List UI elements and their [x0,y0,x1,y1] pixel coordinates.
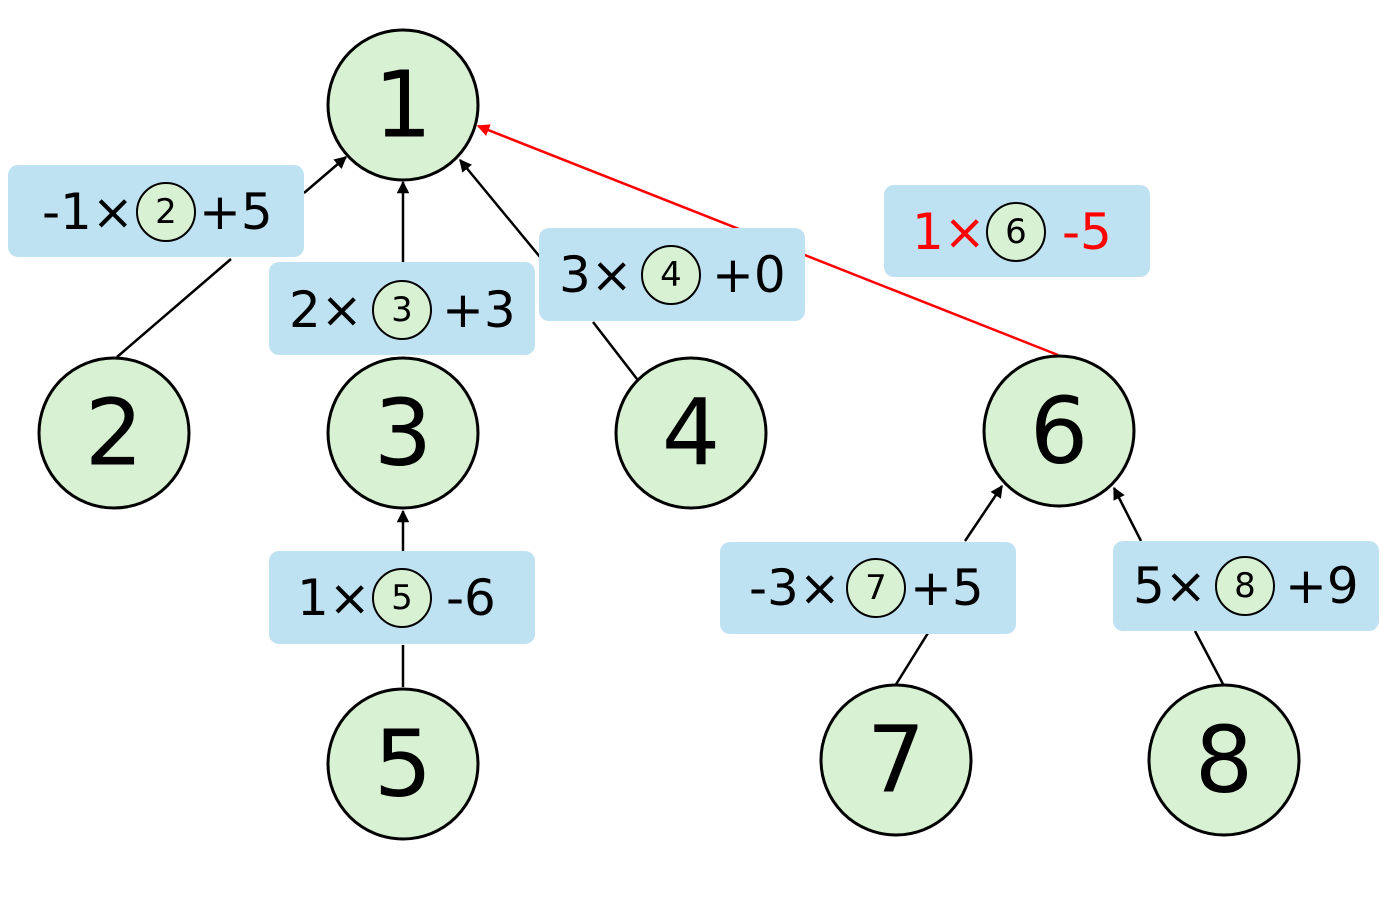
node-8: 8 [1147,683,1301,837]
formula-box-edge-2: -1× 2 +5 [8,165,304,257]
edge-2-to-1-upper [303,156,347,194]
node-label: 8 [1195,707,1254,814]
edge-8-to-6-upper [1112,486,1143,542]
node-7: 7 [819,683,973,837]
edge-7-to-6-upper [963,484,1004,542]
formula-ref-node: 4 [660,255,682,295]
formula-coef: -1× [42,183,134,241]
formula-offset: +3 [442,281,516,339]
formula-coef: 1× [912,203,986,261]
formula-box-edge-5: 1× 5 -6 [269,551,535,644]
formula-offset: -6 [446,569,496,627]
edge-7-to-6 [893,632,930,687]
formula-offset: +9 [1285,557,1359,615]
edge-2-to-1 [116,258,232,358]
formula-ref-node: 6 [1005,212,1027,252]
formula-coef: 5× [1133,557,1207,615]
formula-ref-node: 2 [155,192,177,232]
formula-box-edge-3: 2× 3 +3 [269,262,535,355]
formula-coef: 1× [297,569,371,627]
formula-coef: 3× [559,246,633,304]
edge-8-to-6 [1193,630,1226,687]
formula-offset: +5 [910,559,984,617]
node-4: 4 [614,356,768,510]
formula-ref-node: 7 [865,568,887,608]
formula-ref-node: 3 [391,290,413,330]
node-label: 4 [662,380,721,487]
node-label: 2 [85,380,144,487]
formula-offset: +5 [199,183,273,241]
node-label: 1 [374,52,433,159]
formula-coef: -3× [749,559,841,617]
formula-ref-node: 8 [1234,566,1256,606]
formula-offset: -5 [1062,203,1112,261]
node-6: 6 [982,354,1136,508]
node-3: 3 [326,356,480,510]
formula-ref-node: 5 [391,578,413,618]
node-label: 5 [374,711,433,818]
node-2: 2 [37,356,191,510]
formula-box-edge-7: -3× 7 +5 [720,542,1016,634]
formula-box-edge-8: 5× 8 +9 [1113,541,1379,631]
node-label: 7 [867,707,926,814]
node-label: 3 [374,380,433,487]
node-1: 1 [326,28,480,182]
formula-offset: +0 [712,246,786,304]
node-label: 6 [1030,378,1089,485]
edge-4-to-1 [592,321,638,380]
node-5: 5 [326,687,480,841]
formula-box-edge-6: 1× 6 -5 [884,185,1150,277]
formula-box-edge-4: 3× 4 +0 [539,228,805,321]
edge-4-to-1-upper [459,159,541,258]
formula-coef: 2× [289,281,363,339]
